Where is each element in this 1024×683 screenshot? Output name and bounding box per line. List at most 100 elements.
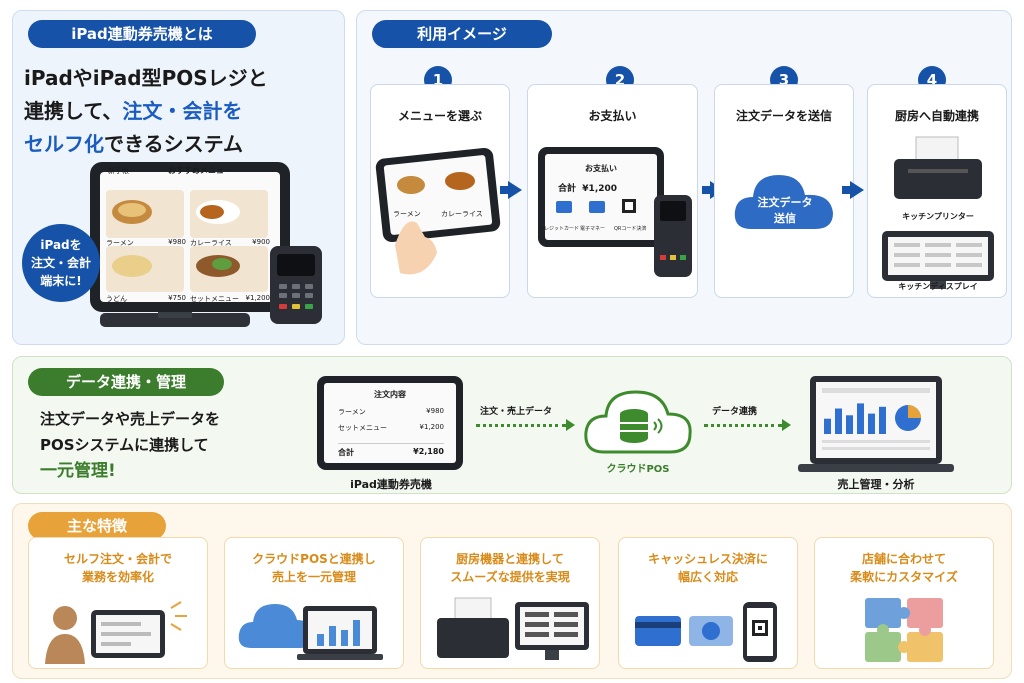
receipt-item-price: ¥1,200 (419, 423, 445, 431)
laptop-caption: 売上管理・分析 (837, 478, 915, 491)
flow-line-1 (476, 424, 566, 427)
headline-line1: iPadやiPad型POSレジと (24, 66, 268, 90)
menu-item[interactable]: うどん¥750 (106, 294, 186, 304)
feature-line2: 業務を効率化 (81, 570, 154, 584)
step-title: 注文データを送信 (735, 109, 832, 123)
feature-line1: クラウドPOSと連携し (252, 552, 376, 566)
headline-line3: セルフ化できるシステム (24, 128, 268, 161)
features-label: 主な特徴 (28, 512, 166, 540)
cloud-line2: 送信 (774, 212, 796, 225)
payment-total: 合計 ¥1,200 (558, 181, 617, 194)
tablet-touch-illustration (375, 147, 501, 275)
printer-icon (894, 136, 982, 199)
badge-line3: 端末に! (40, 274, 82, 288)
feature-line2: スムーズな提供を実現 (450, 570, 570, 584)
flow-arrow-icon (566, 419, 575, 431)
analytics-bar (846, 415, 853, 434)
badge-line1: iPadを (40, 238, 82, 252)
receipt-screen: 注文内容 ラーメン¥980 セットメニュー ¥1,200 合計 ¥2,180 (324, 383, 456, 463)
cloud-icon (734, 175, 833, 229)
receipt-total-value: ¥2,180 (413, 447, 444, 456)
flow-arrow-icon (842, 181, 864, 199)
step-title: お支払い (588, 109, 637, 123)
kitchen-display-icon (882, 231, 994, 289)
receipt-item-name: ラーメン (338, 408, 366, 416)
cloud-laptop-icon (238, 604, 383, 660)
payment-terminal-illustration (538, 147, 692, 277)
data-label: データ連携・管理 (28, 368, 224, 396)
feature-title: 店舗に合わせて柔軟にカスタマイズ (815, 550, 993, 586)
kitchen-devices-icon (437, 597, 589, 660)
feature-line2: 幅広く対応 (677, 570, 738, 584)
step-title: 厨房へ自動連携 (894, 109, 979, 123)
flow-line-2 (704, 424, 782, 427)
menu-item-price: ¥980 (168, 238, 186, 246)
usage-label: 利用イメージ (372, 20, 552, 48)
headline-line3-a: セルフ化 (24, 132, 104, 156)
step-card-payment: お支払い お支払い 合計 ¥1,200 クレジットカード 電子マネー QRコード… (527, 84, 698, 298)
headline-line2: 連携して、注文・会計を (24, 95, 268, 128)
menu-item[interactable]: セットメニュー¥1,200 (190, 294, 270, 304)
flow-label-1: 注文・売上データ (480, 407, 553, 417)
feature-title: セルフ注文・会計で業務を効率化 (29, 550, 207, 586)
analytics-bar (857, 403, 864, 434)
menu-item-price: ¥750 (168, 294, 186, 302)
step-card-kitchen: 厨房へ自動連携 キッチンプリンター キッチンディスプレイ (867, 84, 1007, 298)
step-card-menu: メニューを選ぶ ラーメン カレーライス (370, 84, 510, 298)
receipt-total: 合計 ¥2,180 (338, 443, 444, 458)
receipt-title: 注文内容 (374, 390, 406, 399)
badge-line2: 注文・会計 (30, 256, 91, 270)
menu-item-price: ¥900 (252, 238, 270, 246)
receipt-row: ラーメン¥980 (338, 407, 444, 417)
receipt-row: セットメニュー ¥1,200 (338, 423, 444, 433)
food-photos (106, 190, 268, 292)
feature-line1: キャッシュレス決済に (648, 552, 768, 566)
analytics-bar (824, 418, 831, 434)
headline-line3-b: できるシステム (104, 132, 243, 156)
headline-line2-b: 注文・会計を (122, 99, 243, 123)
flow-arrow-icon (500, 181, 522, 199)
receipt-item-name: セットメニュー (338, 424, 387, 432)
feature-title: キャッシュレス決済に幅広く対応 (619, 550, 797, 586)
display-label: キッチンディスプレイ (898, 282, 978, 291)
feature-line1: セルフ注文・会計で (63, 552, 172, 566)
headline-line2-a: 連携して、 (24, 99, 123, 123)
flow-arrow-icon (782, 419, 791, 431)
menu-item[interactable]: ラーメン¥980 (106, 238, 186, 248)
analytics-bar (868, 413, 875, 434)
screen-header: おすすめメニュー (168, 166, 232, 175)
data-description: 注文データや売上データを POSシステムに連携して 一元管理! (40, 406, 220, 484)
ipad-pos-illustration (90, 162, 322, 327)
cloud-pos-icon (584, 390, 692, 454)
menu-item-price: ¥1,200 (245, 294, 271, 302)
puzzle-icon (865, 598, 943, 662)
feature-card: セルフ注文・会計で業務を効率化 (28, 537, 208, 669)
qr-option[interactable]: QRコード決済 (614, 226, 647, 232)
e-money-option[interactable]: 電子マネー (580, 226, 606, 232)
screen-corner-label: 新手帳 (108, 167, 129, 175)
desc-line2: POSシステムに連携して (40, 436, 209, 454)
step-card-send: 注文データを送信 注文データ 送信 (714, 84, 854, 298)
menu-item-name: カレーライス (190, 239, 232, 247)
cloud-line1: 注文データ (757, 196, 813, 209)
feature-line2: 柔軟にカスタマイズ (850, 570, 958, 584)
credit-card-option[interactable]: クレジットカード (539, 226, 580, 232)
feature-line1: 店舗に合わせて (861, 552, 946, 566)
self-order-icon (45, 601, 187, 664)
feature-card: クラウドPOSと連携し売上を一元管理 (224, 537, 404, 669)
step-title: メニューを選ぶ (397, 109, 482, 123)
analytics-laptop-illustration (798, 376, 954, 472)
cloud-label: 注文データ 送信 (715, 195, 855, 227)
menu-item[interactable]: カレーライス ¥900 (190, 238, 270, 248)
receipt-total-label: 合計 (338, 448, 354, 457)
feature-title: 厨房機器と連携してスムーズな提供を実現 (421, 550, 599, 586)
intro-headline: iPadやiPad型POSレジと 連携して、注文・会計を セルフ化できるシステム (24, 62, 268, 161)
analytics-bar (879, 406, 886, 434)
feature-title: クラウドPOSと連携し売上を一元管理 (225, 550, 403, 586)
feature-line1: 厨房機器と連携して (456, 552, 564, 566)
printer-label: キッチンプリンター (902, 212, 974, 221)
cloud-pos-caption: クラウドPOS (606, 464, 670, 475)
feature-card: 店舗に合わせて柔軟にカスタマイズ (814, 537, 994, 669)
menu-item-label: ラーメン (393, 210, 421, 218)
total-label: 合計 (558, 184, 577, 194)
